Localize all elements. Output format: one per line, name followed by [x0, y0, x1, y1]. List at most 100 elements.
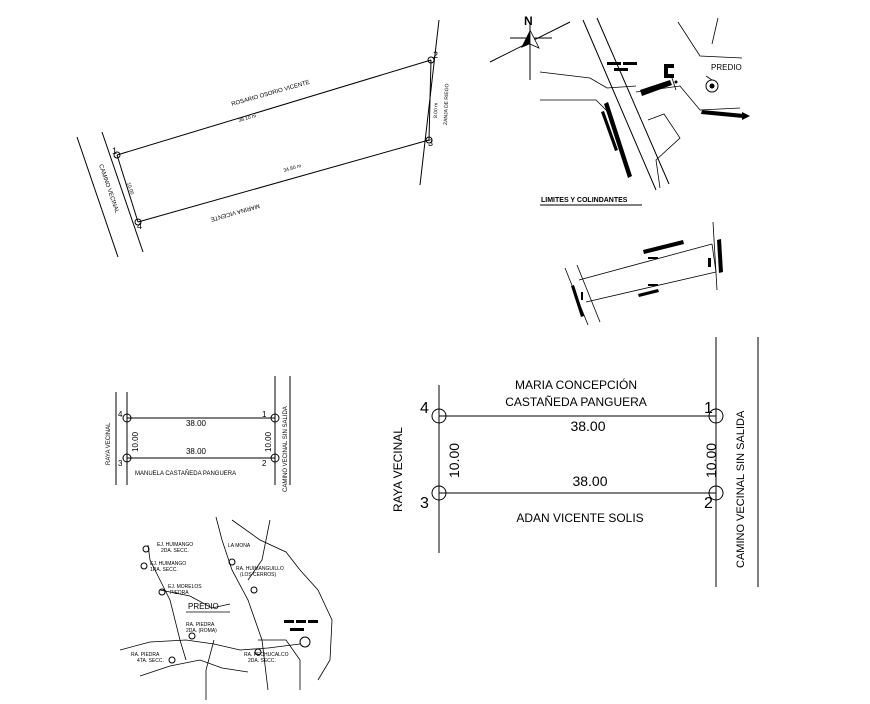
road-south [540, 99, 613, 117]
location-map: N PREDIO LIMITES Y COLINDANTES [489, 14, 750, 206]
bp-vertex-3-marker [431, 485, 447, 501]
reg-huimango-1ra-b: 1RA. SECC. [150, 567, 178, 573]
bp-vertex-1-marker [708, 408, 724, 424]
block-4 [640, 80, 672, 96]
reg-road-7 [205, 639, 215, 700]
sp-vertex-4-marker [122, 413, 132, 423]
reg-predio-marker-icon [299, 636, 311, 648]
bp-north-owner-1: MARIA CONCEPCIÓN [515, 377, 637, 392]
bp-south-owner: ADAN VICENTE SOLIS [516, 511, 643, 525]
north-arrow-icon: N [489, 14, 571, 80]
bp-east-road: CAMINO VECINAL SIN SALIDA [735, 410, 747, 568]
bp-north-owner-2: CASTAÑEDA PANGUERA [505, 395, 647, 409]
sp-west-road: RAYA VECINAL [106, 422, 112, 465]
arrow-east [742, 112, 750, 120]
vertex-4-marker [134, 218, 142, 226]
reg-ra-huimango-b: (LOS CERROS) [240, 572, 276, 578]
road-line-west [76, 136, 119, 258]
reg-morelos: EJ. MORELOS [168, 584, 202, 590]
reg-morelos-b: PIEDRA [170, 590, 189, 596]
sp-vertex-1-label: 1 [262, 410, 267, 419]
sp-vertex-3-label: 3 [118, 459, 123, 468]
bp-left-dim: 10.00 [446, 443, 462, 478]
vertex-1-marker [113, 151, 121, 159]
vertex-1-label: 1 [112, 146, 117, 156]
sp-vertex-2-label: 2 [262, 459, 267, 468]
big-plan: 4 1 3 2 MARIA CONCEPCIÓN CASTAÑEDA PANGU… [391, 337, 759, 587]
bp-top-dim: 38.00 [570, 418, 605, 434]
sp-east-road: CAMINO VECINAL SIN SALIDA [283, 406, 289, 492]
block-1 [607, 62, 621, 65]
bp-west-road: RAYA VECINAL [391, 427, 405, 512]
sp-top-dim: 38.00 [186, 419, 207, 428]
bp-right-dim: 10.00 [703, 443, 719, 478]
thumbnail-plan [564, 221, 723, 326]
north-owner-label: ROSARIO OSORIO VICENTE [231, 80, 311, 108]
north-label: N [524, 14, 533, 28]
bp-vertex-2-marker [708, 485, 724, 501]
vertex-2-marker [427, 56, 435, 64]
reg-ra-piedra-2da: RA. PIEDRA [186, 622, 215, 628]
reg-road-6 [139, 659, 249, 677]
reg-la-mona: LA MONA [228, 543, 251, 549]
reg-ra-piedra-2da-b: 2DA. (ROMA) [186, 628, 217, 634]
block-2 [623, 62, 637, 65]
canal-label: ZANJA DE RIEGO [443, 83, 450, 125]
reg-predio-label: PREDIO [188, 602, 219, 611]
sp-bottom-dim: 38.00 [186, 447, 207, 456]
road-line-east [101, 131, 144, 253]
reg-huimango-1ra: EJ. HUIMANGO [150, 561, 186, 567]
sp-right-dim: 10.00 [264, 431, 273, 452]
west-dim-label: 10.00 [125, 182, 135, 196]
block-5 [604, 102, 632, 178]
block-6 [601, 111, 618, 151]
location-map-caption: LIMITES Y COLINDANTES [541, 197, 628, 204]
south-owner-label: MARINA VICENTE [210, 202, 260, 222]
reg-huimango-2da-b: 2DA. SECC. [161, 548, 189, 554]
bp-vertex-3-label: 3 [420, 495, 429, 512]
road-ne-2 [711, 17, 719, 45]
vertex-2-label: 2 [433, 50, 438, 60]
reg-road-1 [147, 544, 187, 661]
north-dim-label: 38.10 m [238, 113, 257, 124]
highway-line-1 [582, 19, 657, 191]
road-center [647, 113, 681, 189]
sp-vertex-4-label: 4 [118, 410, 123, 419]
highway-line-2 [596, 17, 670, 185]
vertex-3-label: 3 [428, 138, 433, 148]
sp-vertex-2-marker [270, 453, 280, 463]
sp-vertex-3-marker [122, 453, 132, 463]
east-dim-label: 8.00 m [433, 103, 440, 118]
survey-top: 1 2 3 4 ROSARIO OSORIO VICENTE 38.10 m 3… [76, 19, 450, 258]
vertex-4-label: 4 [137, 221, 142, 231]
block-7 [701, 110, 744, 118]
reg-road-5 [119, 639, 301, 651]
bp-vertex-4-label: 4 [420, 400, 429, 417]
reg-river [231, 519, 333, 681]
reg-road-4 [159, 589, 231, 609]
boundary-west [116, 154, 139, 223]
reg-ra-piedra-4ta: RA. PIEDRA [131, 652, 160, 658]
vertex-3-marker [425, 136, 433, 144]
reg-pechucalco-b: 2DA. SECC. [248, 658, 276, 664]
small-plan: 4 1 3 2 38.00 38.00 10.00 10.00 RAYA VEC… [106, 376, 291, 492]
sp-vertex-1-marker [270, 413, 280, 423]
road-ne [677, 21, 743, 59]
reg-road-3 [247, 519, 271, 581]
road-north [539, 71, 637, 89]
bp-vertex-4-marker [431, 408, 447, 424]
sp-south-owner: MANUELA CASTAÑEDA PANGUERA [135, 470, 236, 477]
sp-left-dim: 10.00 [131, 431, 140, 452]
reg-road-8 [258, 639, 301, 690]
boundary-south [137, 139, 430, 223]
regional-map: EJ. HUIMANGO 2DA. SECC. LA MONA EJ. HUIM… [119, 516, 333, 700]
predio-label: PREDIO [711, 63, 742, 72]
south-dim-label: 34.80 m [283, 163, 302, 174]
bp-bottom-dim: 38.00 [572, 473, 607, 489]
reg-ra-piedra-4ta-b: 4TA. SECC. [137, 658, 164, 664]
block-c [664, 64, 674, 78]
boundary-north [116, 59, 432, 156]
reg-ra-huimango: RA. HUIMANGUILLO [236, 566, 284, 572]
bp-vertex-1-label: 1 [704, 400, 713, 417]
